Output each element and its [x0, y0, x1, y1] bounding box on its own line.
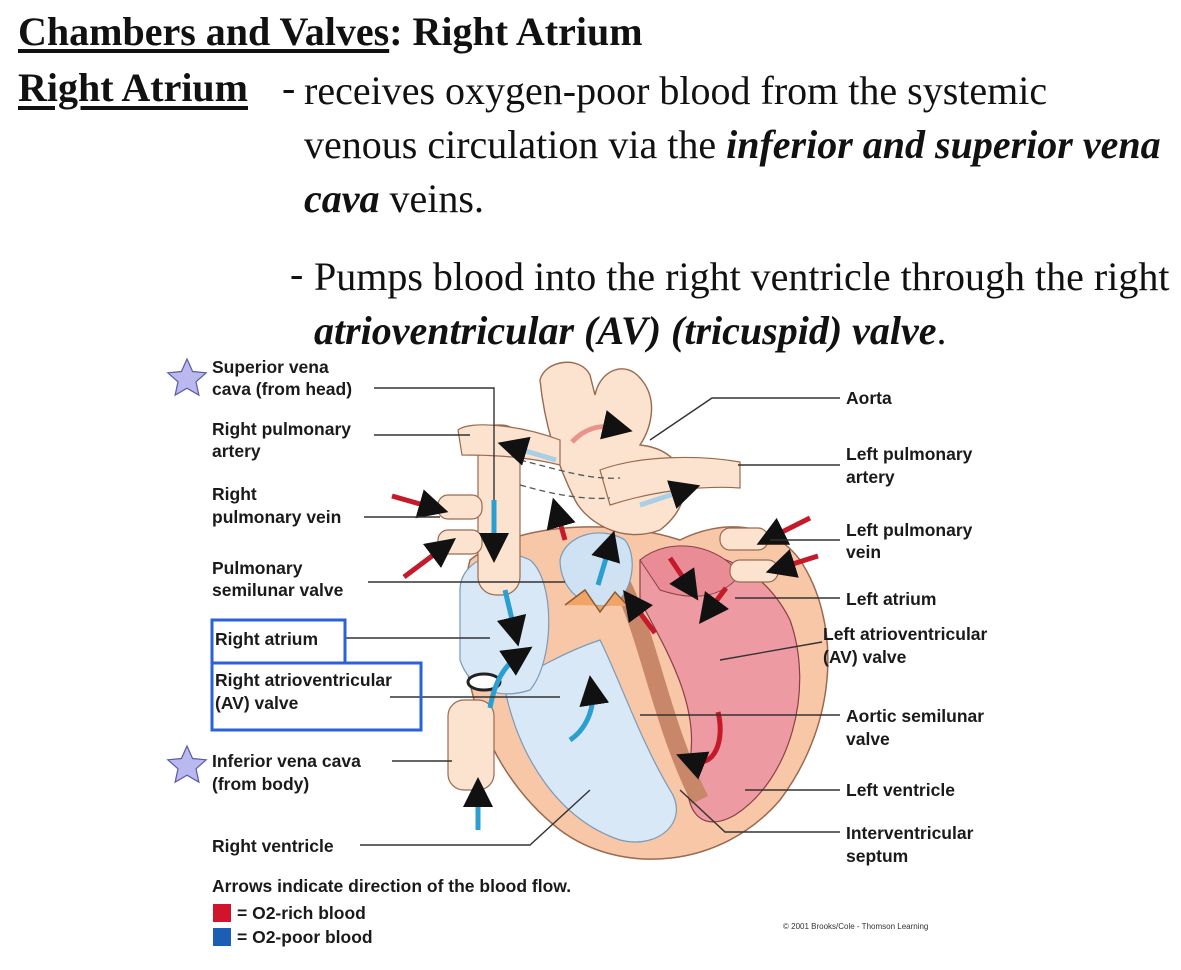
right-pulmonary-vein-lower — [437, 529, 483, 555]
arch-dashed-2 — [519, 484, 611, 500]
inferior-vena-cava — [447, 699, 495, 791]
label-ivc-2: (from body) — [212, 774, 309, 794]
legend-swatch-poor — [213, 928, 231, 946]
labels-left: Superior vena cava (from head) Right pul… — [212, 357, 392, 856]
bullet-1-emphasis: inferior and superior vena cava — [304, 122, 1161, 221]
red-arrow-la-2 — [699, 586, 729, 624]
red-arrow-arch — [570, 410, 633, 444]
label-ivc-1: Inferior vena cava — [212, 751, 361, 771]
label-rpa-2: artery — [212, 441, 261, 461]
red-arrow-la-1 — [667, 556, 699, 601]
red-arrow-lv — [676, 711, 723, 780]
blue-arrow-pulm-trunk — [591, 530, 621, 586]
label-rav-2: (AV) valve — [215, 693, 299, 713]
copyright: © 2001 Brooks/Cole - Thomson Learning — [783, 922, 928, 931]
labels-right: Aorta Left pulmonary artery Left pulmona… — [823, 388, 988, 866]
bullet-1-text-a: receives oxygen-poor blood from the syst… — [304, 68, 1048, 167]
right-pulmonary-vein-upper — [437, 494, 483, 520]
blue-arrows — [463, 436, 701, 830]
label-aorta: Aorta — [846, 388, 892, 408]
label-la: Left atrium — [846, 589, 936, 609]
legend-swatch-rich — [213, 904, 231, 922]
red-arrow-rpv-upper — [391, 489, 449, 519]
legend-rich: = O2-rich blood — [237, 903, 366, 923]
label-rv: Right ventricle — [212, 836, 334, 856]
bullet-dash-1: - — [282, 65, 296, 110]
bullet-1: receives oxygen-poor blood from the syst… — [304, 64, 1164, 226]
label-lpv-2: vein — [846, 542, 881, 562]
blue-arrow-lpa — [639, 480, 701, 509]
left-pulmonary-vein-upper — [719, 527, 769, 551]
right-ventricle — [504, 639, 677, 843]
bullet-dash-2: - — [290, 251, 304, 296]
label-rpv-2: pulmonary vein — [212, 507, 341, 527]
label-ivs-1: Interventricular — [846, 823, 974, 843]
legend: Arrows indicate direction of the blood f… — [212, 876, 571, 947]
label-psv-1: Pulmonary — [212, 558, 303, 578]
bullet-1-text-b: veins. — [379, 176, 484, 221]
label-lpa-2: artery — [846, 467, 895, 487]
blue-arrow-rv — [568, 675, 610, 743]
highlight-box-av-valve — [210, 661, 423, 732]
label-rpa-1: Right pulmonary — [212, 419, 351, 439]
star-icon — [166, 357, 208, 397]
label-ra: Right atrium — [215, 629, 318, 649]
aorta — [539, 361, 686, 536]
label-psv-2: semilunar valve — [212, 580, 344, 600]
label-lpv-1: Left pulmonary — [846, 520, 973, 540]
slide-title: Chambers and Valves: Right Atrium — [18, 8, 643, 55]
label-rav-1: Right atrioventricular — [215, 670, 392, 690]
label-lav-2: (AV) valve — [823, 647, 907, 667]
star-icon — [166, 744, 208, 784]
legend-poor: = O2-poor blood — [237, 927, 373, 947]
pulmonary-valve-flaps — [564, 588, 629, 614]
label-lpa-1: Left pulmonary — [846, 444, 973, 464]
label-ivs-2: septum — [846, 846, 908, 866]
heart-illustration — [391, 361, 829, 860]
label-svc-2: cava (from head) — [212, 379, 352, 399]
red-arrow-aortic — [623, 589, 658, 635]
label-asv-2: valve — [846, 729, 890, 749]
legend-caption: Arrows indicate direction of the blood f… — [212, 876, 571, 896]
blue-arrow-ra — [496, 589, 527, 647]
red-arrows — [391, 410, 819, 780]
title-underlined: Chambers and Valves — [18, 9, 390, 54]
blue-arrow-av — [487, 646, 533, 709]
title-rest: : Right Atrium — [389, 9, 643, 54]
term-right-atrium: Right Atrium — [18, 65, 248, 110]
arch-dashed — [519, 459, 621, 479]
bullet-2-text-a: Pumps blood into the right ventricle thr… — [314, 254, 1170, 299]
left-pulmonary-vein-lower — [729, 559, 779, 583]
bullet-2: Pumps blood into the right ventricle thr… — [314, 250, 1174, 358]
bullet-2-text-b: . — [936, 308, 947, 353]
red-arrow-rpv-lower — [402, 538, 456, 579]
red-arrow-lpv-upper — [756, 515, 812, 545]
label-lav-1: Left atrioventricular — [823, 624, 988, 644]
red-arrow-lpv-lower — [765, 549, 819, 578]
label-asv-1: Aortic semilunar — [846, 706, 984, 726]
red-arrow-ascending — [546, 497, 576, 541]
bullet-2-emphasis: atrioventricular (AV) (tricuspid) valve — [314, 308, 937, 353]
label-rpv-1: Right — [212, 484, 257, 504]
label-svc-1: Superior vena — [212, 357, 329, 377]
label-lv: Left ventricle — [846, 780, 955, 800]
leader-lines — [346, 387, 840, 846]
blue-arrow-rpa — [497, 436, 557, 466]
